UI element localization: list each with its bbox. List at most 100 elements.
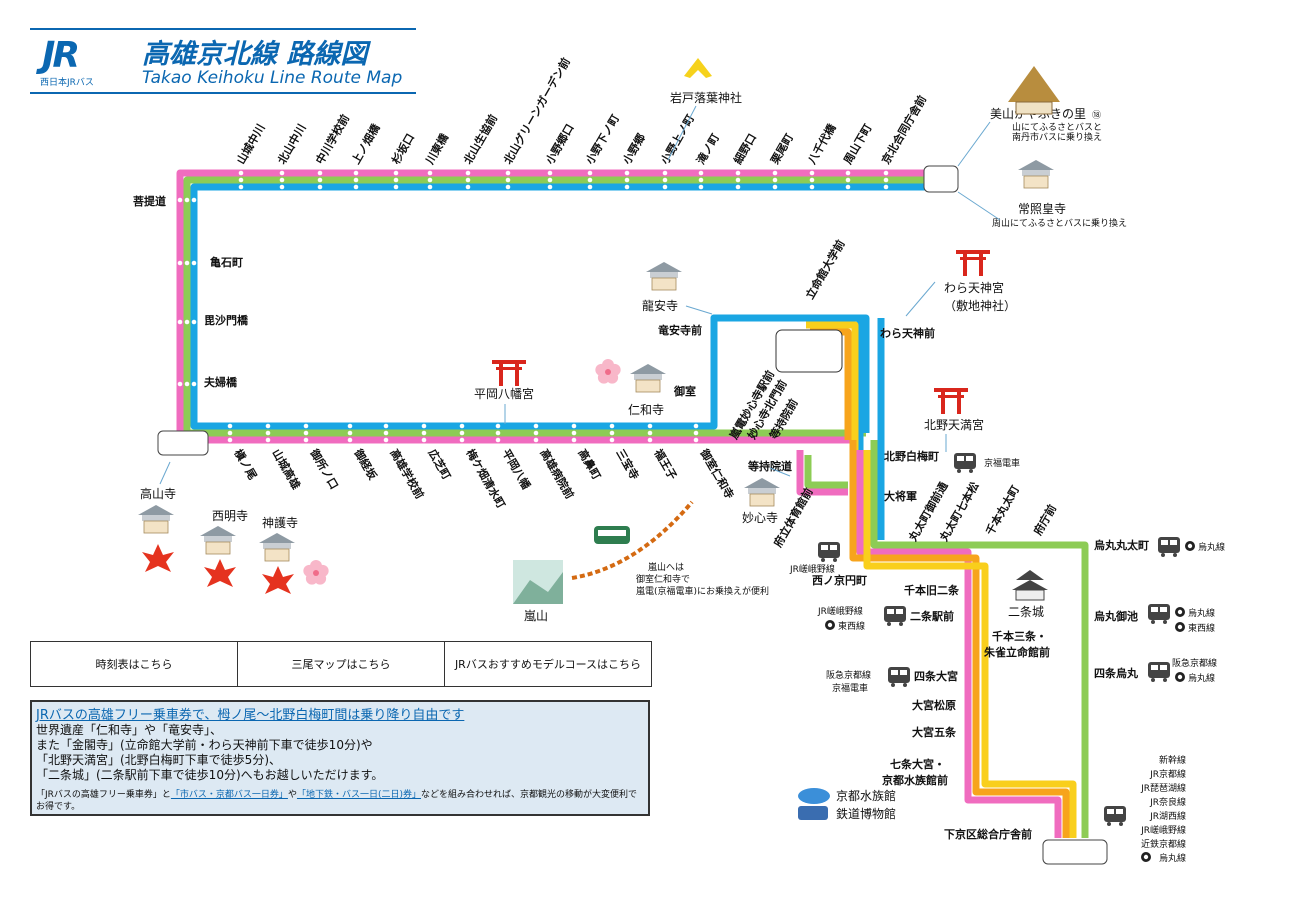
station-dot — [505, 177, 511, 183]
info-line: 世界遺産「仁和寺」や「竜安寺」、 — [36, 723, 223, 737]
landmark-arashiyama: 嵐山 — [524, 609, 548, 623]
transfer-kyoto-line: JR湖西線 — [1149, 810, 1186, 822]
arashiyama-note: 嵐山へは — [648, 562, 684, 573]
subway-icon — [1175, 622, 1185, 632]
station-label-top: 北山中川 — [274, 121, 308, 166]
station-dot — [303, 437, 309, 443]
station-dot — [693, 423, 699, 429]
train-window — [1160, 607, 1167, 612]
arashiyama-note: 御室仁和寺で — [636, 573, 690, 585]
station-dot — [609, 437, 615, 443]
landmarks — [138, 58, 1195, 865]
saimyoji-icon — [200, 526, 236, 555]
station-dot — [184, 381, 190, 387]
station-dot — [303, 430, 309, 436]
station-label-mid: 千本旧二条 — [904, 583, 960, 597]
station-label-bottom: 御室仁和寺 — [697, 446, 737, 501]
logo-sub: 西日本JRバス — [40, 78, 94, 88]
sakura-center — [605, 369, 611, 375]
station-dot — [177, 381, 183, 387]
station-label-mid: 北野白梅町 — [884, 449, 939, 463]
ninnaji-icon — [630, 364, 666, 393]
green-karasuma-line — [870, 440, 1089, 838]
city-bus-pass-link[interactable]: 「市バス・京都バス一日券」 — [170, 790, 288, 800]
pink-toji-loop — [796, 450, 848, 496]
sanbi-map-link[interactable]: 三尾マップはこちら — [238, 642, 445, 686]
station-dot — [184, 197, 190, 203]
pointer-line — [957, 191, 1001, 221]
station-dot — [353, 184, 359, 190]
station-label-bottom: 高鼻町 — [575, 447, 604, 483]
station-dot — [571, 423, 577, 429]
torii-leg — [963, 254, 967, 276]
timetable-link[interactable]: 時刻表はこちら — [31, 642, 238, 686]
pointer-line — [769, 467, 791, 477]
transfer-kyoto-line: JR奈良線 — [1149, 796, 1186, 808]
station-dot — [662, 184, 668, 190]
station-dot — [191, 260, 197, 266]
train-window — [966, 456, 973, 461]
eaves — [204, 536, 232, 542]
eaves — [650, 272, 678, 278]
station-label-top: 細野口 — [730, 131, 759, 167]
station-dot — [265, 430, 271, 436]
station-label-top: 川東橋 — [422, 130, 452, 167]
orange-downtown-line — [849, 440, 1070, 838]
station-label-bottom: 槇ノ尾 — [231, 447, 260, 483]
station-label-top: 北山生協前 — [460, 112, 500, 167]
landmark-nijojo: 二条城 — [1008, 605, 1044, 619]
loco-body — [798, 806, 828, 820]
station-label-mid: 四条烏丸 — [1094, 666, 1139, 680]
landmark-ninnaji: 仁和寺 — [628, 403, 664, 417]
train-icon — [884, 606, 906, 626]
train-window — [830, 545, 837, 550]
roof — [1018, 160, 1054, 170]
station-dot — [647, 437, 653, 443]
subway-bus-pass-link[interactable]: 「地下鉄・バス一日(二日)券」 — [296, 790, 421, 800]
torii-bar — [496, 367, 522, 370]
torii-leg — [979, 254, 983, 276]
station-dot — [624, 184, 630, 190]
train-icon — [818, 542, 840, 562]
station-label-left: 毘沙門橋 — [204, 313, 249, 327]
info-line: 「北野天満宮」(北野白梅町下車で徒歩5分)、 — [36, 753, 281, 767]
station-dot — [698, 177, 704, 183]
transfer-tozai: 東西線 — [1188, 622, 1215, 634]
station-label-mid: 等持院道 — [747, 459, 792, 473]
station-dot — [662, 170, 668, 176]
station-dot — [184, 260, 190, 266]
train-window — [821, 545, 828, 550]
station-label-top: 小野郷口 — [542, 121, 577, 167]
train-wheel — [969, 469, 973, 473]
torii-leg — [941, 392, 945, 414]
station-label-mid: 大宮松原 — [912, 698, 956, 712]
train-wheel — [957, 469, 961, 473]
free-pass-link[interactable]: JRバスの高雄フリー乗車券で、栂ノ尾～北野白梅町間は乗り降り自由です — [36, 708, 465, 723]
train-wheel — [1161, 553, 1165, 557]
station-label-top: 八千代橋 — [804, 121, 839, 168]
transfer-kyoto-line: JR嵯峨野線 — [1140, 824, 1186, 836]
station-label-top: 小野郷 — [619, 131, 648, 167]
station-label-mid: 竜安寺前 — [658, 323, 702, 337]
station-dot — [809, 177, 815, 183]
station-label-mid: 御室 — [673, 384, 696, 398]
station-dot — [347, 423, 353, 429]
train-window — [1160, 665, 1167, 670]
station-dot — [459, 423, 465, 429]
hiraoka-icon — [492, 360, 526, 386]
landmark-aquarium: 京都水族館 — [836, 788, 896, 803]
eaves — [748, 488, 776, 494]
pointer-line — [159, 461, 171, 485]
transfer-keifuku: 京福電車 — [832, 682, 868, 694]
pointer-line — [685, 305, 713, 315]
train-icon — [1104, 806, 1126, 826]
model-course-link[interactable]: JRバスおすすめモデルコースはこちら — [454, 658, 642, 671]
torii-top — [492, 360, 526, 364]
station-dot — [427, 170, 433, 176]
note-b: などを組み合わせれば、京都観光の移動が大変便利でお得です。 — [36, 790, 637, 812]
station-label-mid: わら天神前 — [880, 326, 935, 340]
subway-icon — [1185, 541, 1195, 551]
station-dot — [184, 319, 190, 325]
transfer-karasuma: 烏丸線 — [1188, 672, 1215, 684]
train-icon — [888, 667, 910, 687]
